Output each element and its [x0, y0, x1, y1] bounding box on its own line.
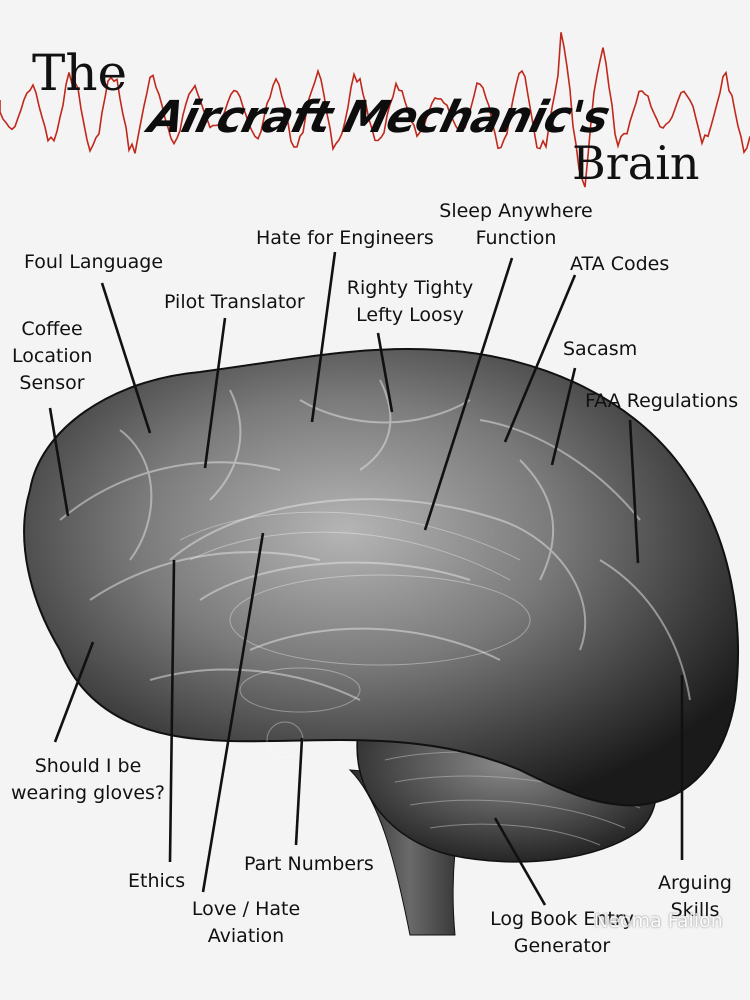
pointer-lines — [48, 251, 684, 906]
brain-highlights — [179, 511, 531, 759]
label-text: ATA Codes — [570, 253, 670, 275]
waveform-graphic — [0, 32, 750, 188]
label-line: Arguing — [658, 872, 732, 894]
pointer-ethics — [168, 559, 176, 863]
label-faa-regulations: FAA Regulations — [585, 388, 738, 415]
pointer-hate-for-engineers — [310, 251, 337, 423]
pointer-sacasm — [550, 367, 577, 466]
pointer-righty-tighty — [376, 332, 394, 413]
label-pilot-translator: Pilot Translator — [164, 289, 305, 316]
artist-watermark: Neoma Fallon — [594, 910, 723, 932]
title-brain: Brain — [572, 136, 700, 190]
label-line: Sleep Anywhere — [439, 200, 593, 222]
label-line: Function — [475, 227, 557, 249]
title-main: Aircraft Mechanic's — [143, 92, 615, 143]
label-line: wearing gloves? — [11, 782, 165, 804]
label-coffee-location-sensor: Coffee Location Sensor — [12, 316, 92, 397]
label-line: Log Book Entry — [490, 908, 634, 930]
title-the: The — [32, 44, 128, 102]
label-line: Sensor — [19, 372, 85, 394]
ekg-wave-line — [0, 32, 750, 188]
label-line: Aviation — [207, 925, 285, 947]
label-line: Generator — [513, 935, 611, 957]
label-hate-for-engineers: Hate for Engineers — [256, 225, 434, 252]
label-line: Should I be — [34, 755, 142, 777]
label-text: Part Numbers — [244, 853, 374, 875]
label-log-book-generator: Log Book Entry Generator — [487, 906, 637, 960]
pointer-foul-language — [100, 282, 152, 434]
pointer-sleep-anywhere — [423, 257, 514, 531]
label-arguing-skills: Arguing Skills — [650, 870, 740, 924]
label-line: Lefty Loosy — [356, 304, 464, 326]
pointer-coffee-location — [48, 407, 70, 517]
label-ata-codes: ATA Codes — [570, 251, 669, 278]
pointer-love-hate — [201, 532, 265, 893]
brain-gyri — [59, 379, 691, 701]
pointer-part-numbers — [294, 737, 304, 846]
label-text: Sacasm — [563, 338, 638, 360]
label-text: Pilot Translator — [164, 291, 305, 313]
pointer-pilot-translator — [203, 317, 227, 469]
label-line: Location — [12, 345, 93, 367]
label-text: Hate for Engineers — [256, 227, 434, 249]
label-line: Love / Hate — [191, 898, 301, 920]
pointer-faa-regulations — [628, 419, 640, 564]
label-ethics: Ethics — [128, 868, 185, 895]
label-text: Ethics — [128, 870, 186, 892]
label-text: FAA Regulations — [585, 390, 739, 412]
pointer-log-book — [493, 817, 547, 906]
label-righty-tighty: Righty Tighty Lefty Loosy — [345, 275, 475, 329]
label-part-numbers: Part Numbers — [244, 851, 374, 878]
label-text: Foul Language — [24, 251, 164, 273]
label-line: Skills — [670, 899, 720, 921]
label-sacasm: Sacasm — [563, 336, 637, 363]
label-sleep-anywhere: Sleep Anywhere Function — [436, 198, 596, 252]
label-line: Coffee — [21, 318, 83, 340]
pointer-ata-codes — [503, 274, 577, 443]
label-line: Righty Tighty — [346, 277, 474, 299]
pointer-gloves — [53, 641, 95, 743]
label-love-hate-aviation: Love / Hate Aviation — [186, 896, 306, 950]
label-gloves: Should I be wearing gloves? — [6, 753, 170, 807]
label-foul-language: Foul Language — [24, 249, 163, 276]
